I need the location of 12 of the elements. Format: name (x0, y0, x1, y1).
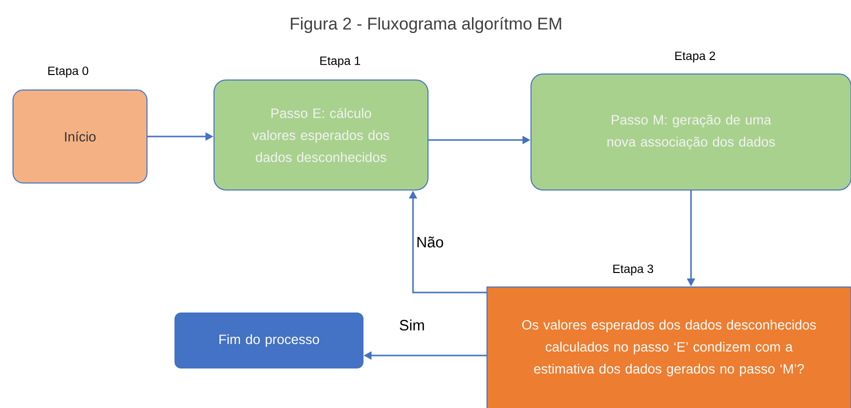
start-box: Início (12, 90, 148, 184)
title: Figura 2 - Fluxograma algorítmo EM (290, 16, 562, 34)
edge-label: Não (414, 234, 446, 250)
process-box: Passo M: geração de uma nova associação dos dados (530, 74, 851, 190)
stage-label: Etapa 0 (48, 66, 88, 78)
stage-label: Etapa 2 (675, 52, 716, 62)
edge-label: Sim (397, 318, 427, 332)
stage-label: Etapa 3 (613, 264, 654, 276)
stage-label: Etapa 1 (320, 56, 360, 68)
process-box: Passo E: cálculo valores esperados dos dados desconhecidos (214, 80, 428, 190)
end-box: Fim do processo (174, 312, 364, 368)
decision-box: Os valores esperados dos dados desconhecidos calculados no passo ‘E’ condizem com a estimativa dos dados gerados no passo ‘M’? (486, 286, 851, 408)
